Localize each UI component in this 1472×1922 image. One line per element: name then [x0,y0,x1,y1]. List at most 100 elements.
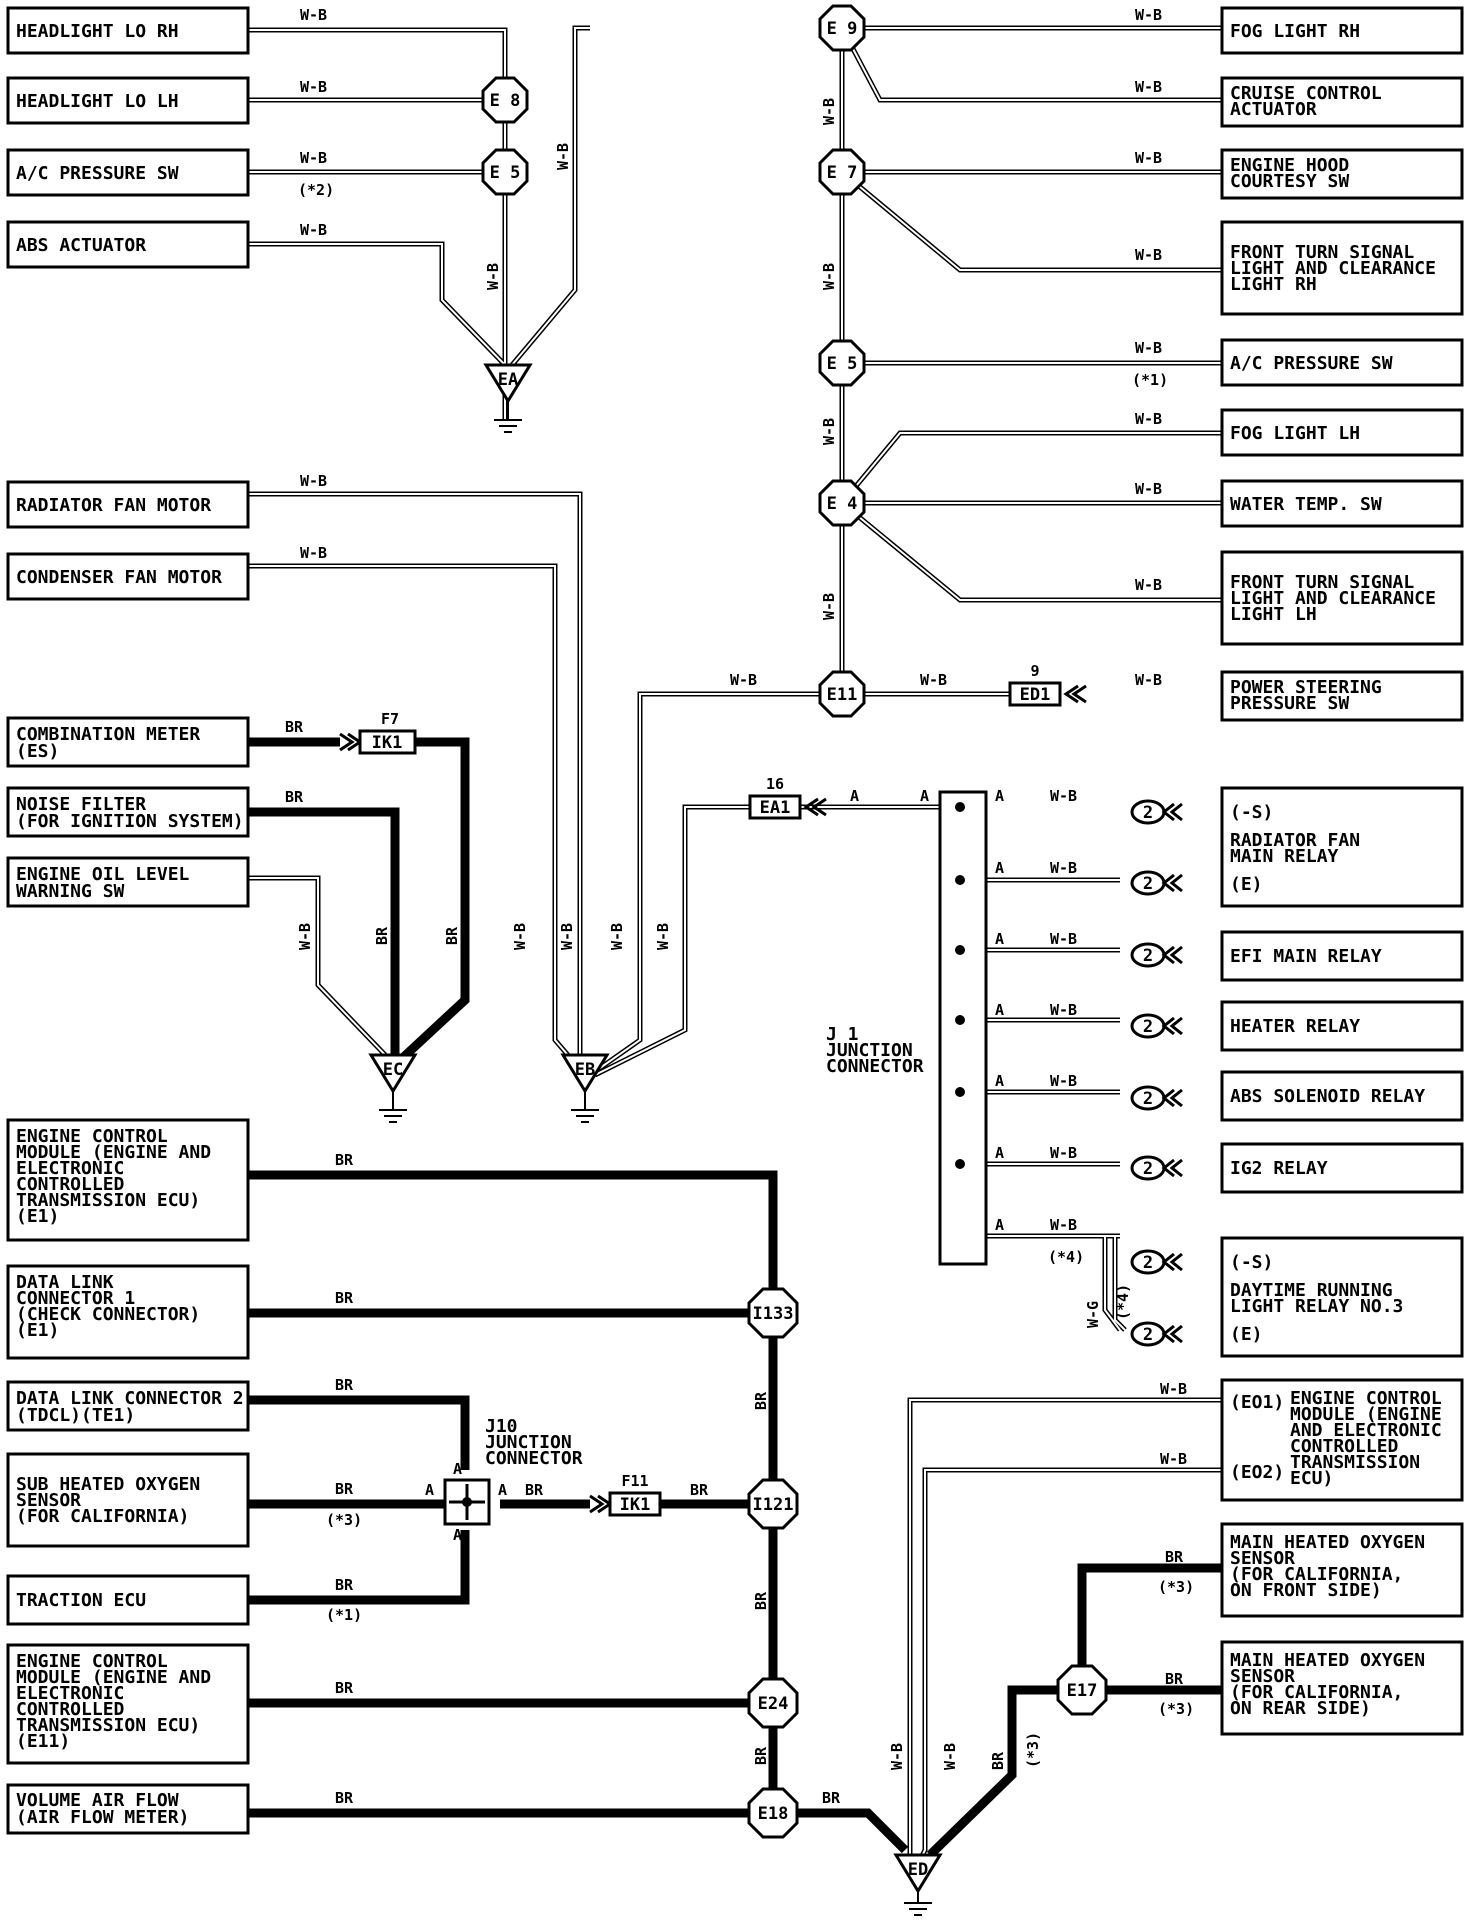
dlc2-label-2: (TDCL)(TE1) [16,1405,135,1426]
wire-core [248,493,581,1070]
wire-label: W-B [1050,859,1077,877]
wire-core [841,27,1222,101]
connector-ik1-bottom-label: IK1 [620,1495,651,1515]
pin-2-radiator-e: 2 [1130,870,1183,896]
note-4: (*4) [1048,1248,1084,1266]
wire-label: W-B [820,263,838,290]
pin-a-label: A [995,930,1004,948]
box-abs-solenoid-relay [1220,1070,1464,1122]
wire-label: W-B [1135,576,1162,594]
wire-white-black [840,170,1222,273]
wire-label: BR [752,1746,770,1765]
main-ho2s-front-label-1: MAIN HEATED OXYGEN [1230,1532,1425,1553]
wire-label: BR [1165,1548,1184,1566]
connector-ik1-top-num: F7 [381,710,399,728]
wire-label: W-B [1050,787,1077,805]
splice-e11: E11 [818,670,866,718]
radiator-fan-relay-label-2: MAIN RELAY [1230,846,1339,867]
splice-e5-right-label: E 5 [827,354,858,374]
wire-label: W-B [1135,6,1162,24]
pin-2-abs-label: 2 [1143,1089,1153,1109]
drl-relay-pin-s: (-S) [1230,1252,1273,1273]
splice-e5-left: E 5 [481,148,529,196]
pin-2-ig2-label: 2 [1143,1159,1153,1179]
wire-label: BR [690,1481,709,1499]
main-ho2s-rear-label-1: MAIN HEATED OXYGEN [1230,1650,1425,1671]
j1-label-1: J 1 [826,1024,859,1045]
wire-core [248,243,506,366]
wire-label: W-B [1135,410,1162,428]
ecm-e11-label-1: ENGINE CONTROL [16,1651,168,1672]
wire-white-black [839,26,1222,103]
splice-e5-left-label: E 5 [490,163,521,183]
headlight-lo-lh-label: HEADLIGHT LO LH [16,91,179,112]
wire-label: W-B [558,923,576,950]
box-vaf [6,1783,250,1835]
wire-label: BR [335,1679,354,1697]
dlc1-label-2: CONNECTOR 1 [16,1288,135,1309]
wire-label: W-B [1050,1072,1077,1090]
note-3: (*3) [1158,1700,1194,1718]
ground-ed-label: ED [908,1860,928,1880]
box-drl-relay [1220,1236,1464,1358]
ground-eb-label: EB [575,1060,595,1080]
wire-label: W-B [300,149,327,167]
wire-label: W-B [941,1743,959,1770]
pin-2-radiator-s: 2 [1130,799,1183,825]
ps-pressure-sw-label-2: PRESSURE SW [1230,693,1349,714]
ecm-e1-label-1: ENGINE CONTROL [16,1126,168,1147]
front-turn-lh-label-1: FRONT TURN SIGNAL [1230,572,1414,593]
pin-a-label: A [995,1144,1004,1162]
splice-e17: E17 [1056,1664,1108,1716]
wire-label: W-B [654,923,672,950]
main-ho2s-rear-label-3: (FOR CALIFORNIA, [1230,1682,1403,1703]
wire-core [248,565,586,1076]
box-ig2-relay [1220,1142,1464,1194]
radiator-fan-relay-label-1: RADIATOR FAN [1230,830,1360,851]
wire-label: BR [335,1480,354,1498]
radiator-fan-motor-label: RADIATOR FAN MOTOR [16,495,211,516]
engine-oil-level-label-2: WARNING SW [16,881,125,902]
splice-e17-label: E17 [1067,1681,1098,1701]
wire-core [589,693,842,1076]
wire-label: W-B [300,472,327,490]
splice-e9-label: E 9 [827,19,858,39]
ecm-eo-label-1: ENGINE CONTROL [1290,1388,1442,1409]
ecm-eo-label-3: AND ELECTRONIC [1290,1420,1442,1441]
box-radiator-fan-motor [6,480,250,529]
pin-2-drl-s: 2 [1130,1249,1183,1275]
dlc1-label-1: DATA LINK [16,1272,114,1293]
j1-label-2: JUNCTION [826,1040,913,1061]
fog-light-rh-label: FOG LIGHT RH [1230,21,1360,42]
pin-a-label: A [995,1001,1004,1019]
pin-a-label: A [850,787,859,805]
ground-eb: EB [560,1053,610,1123]
splice-e4: E 4 [818,479,866,527]
front-turn-rh-label-2: LIGHT AND CLEARANCE [1230,258,1436,279]
note-3: (*3) [1024,1732,1042,1768]
dlc2-label-1: DATA LINK CONNECTOR 2 [16,1388,244,1409]
box-ac-pressure-sw-left [6,148,250,197]
j10-label-1: J10 [485,1416,518,1437]
ecm-e1-label-2: MODULE (ENGINE AND [16,1142,211,1163]
ecm-eo-label-6: ECU) [1290,1468,1333,1489]
splice-i121: I121 [747,1478,799,1530]
noise-filter-label-1: NOISE FILTER [16,794,146,815]
box-ecm-e1 [6,1118,250,1242]
ground-ec: EC [368,1053,418,1123]
wire-label: W-B [1160,1450,1187,1468]
wire-core [594,806,810,1076]
wire-label: W-B [1050,1144,1077,1162]
j1-junction-bar [938,790,988,1266]
wire-white-black [840,501,1222,603]
wire-label: BR [752,1591,770,1610]
wire-label: W-B [1135,480,1162,498]
splice-i121-label: I121 [753,1495,794,1515]
ecm-eo-pin-1: (EO1) [1230,1392,1284,1413]
wire-label: BR [335,1789,354,1807]
wire-core [841,502,1222,601]
box-front-turn-rh [1220,220,1464,316]
box-traction-ecu [6,1574,250,1626]
box-dlc2 [6,1380,250,1432]
wire-label: W-B [300,221,327,239]
